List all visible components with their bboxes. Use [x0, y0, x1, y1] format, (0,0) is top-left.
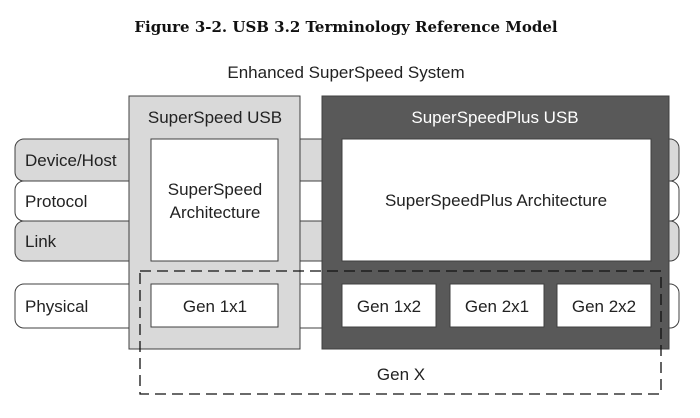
gen-1x2-label: Gen 1x2 [357, 297, 421, 316]
superspeed-usb-title: SuperSpeed USB [148, 108, 282, 127]
system-label: Enhanced SuperSpeed System [227, 63, 464, 82]
gen-2x2-label: Gen 2x2 [572, 297, 636, 316]
gen-x-dashed-outline [139, 270, 662, 395]
gen-2x2-box [556, 283, 652, 328]
figure-title: Figure 3-2. USB 3.2 Terminology Referenc… [134, 18, 557, 36]
layer-label-device-host: Device/Host [25, 151, 117, 170]
gen-2x1-box [449, 283, 545, 328]
gen-1x1-box [150, 283, 279, 328]
gen-2x1-label: Gen 2x1 [465, 297, 529, 316]
layer-label-physical: Physical [25, 297, 88, 316]
gen-1x1-label: Gen 1x1 [183, 297, 247, 316]
gen-1x2-box [341, 283, 437, 328]
superspeedplus-architecture-label: SuperSpeedPlus Architecture [385, 191, 607, 210]
superspeed-architecture-line1: SuperSpeed [168, 180, 263, 199]
layer-label-link: Link [25, 232, 57, 251]
superspeedplus-usb-title: SuperSpeedPlus USB [411, 108, 578, 127]
gen-x-label: Gen X [377, 365, 425, 384]
superspeedplus-architecture-box [341, 138, 652, 262]
superspeed-architecture-line2: Architecture [170, 203, 261, 222]
superspeed-architecture-box [150, 138, 279, 262]
layer-label-protocol: Protocol [25, 192, 87, 211]
